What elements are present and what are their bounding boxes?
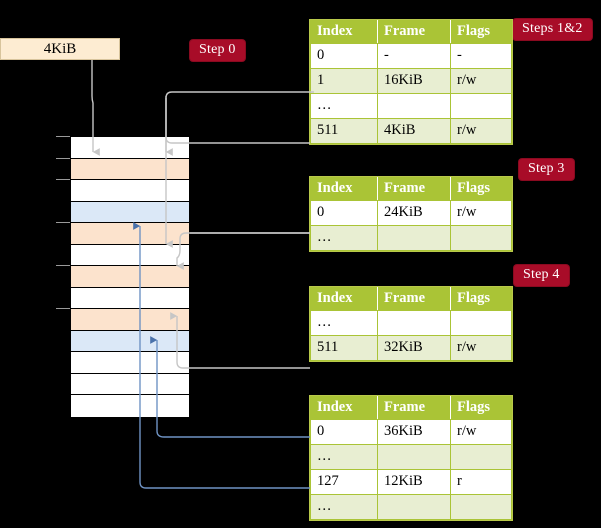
memory-frame-row	[71, 266, 189, 288]
memory-tick	[56, 308, 70, 310]
memory-tick	[56, 222, 70, 224]
table-cell-index: 511	[310, 118, 378, 144]
table-cell-flags: r/w	[450, 335, 512, 361]
wire-final-12kib	[133, 222, 310, 489]
table-cell-frame: 24KiB	[377, 200, 451, 226]
table-cell-frame: 12KiB	[377, 469, 451, 495]
memory-tick	[56, 157, 70, 159]
table-row: …	[310, 93, 512, 119]
column-header-frame: Frame	[377, 177, 451, 201]
column-header-frame: Frame	[377, 396, 451, 420]
table-cell-frame	[377, 225, 451, 251]
memory-frame-row	[71, 158, 189, 181]
badge-step-4: Step 4	[514, 265, 569, 286]
table-cell-frame: 32KiB	[377, 335, 451, 361]
table-cell-flags: -	[450, 43, 512, 69]
table-cell-flags	[450, 93, 512, 119]
table-row: …	[310, 225, 512, 251]
virtual-page-box: 4KiB	[0, 38, 120, 60]
table-cell-flags	[450, 494, 512, 520]
table-cell-index: …	[310, 444, 378, 470]
table-cell-flags: r	[450, 469, 512, 495]
table-cell-index: 127	[310, 469, 378, 495]
memory-frame-row	[71, 201, 189, 224]
column-header-frame: Frame	[377, 20, 451, 44]
column-header-index: Index	[310, 396, 378, 420]
table-cell-index: 511	[310, 335, 378, 361]
table-cell-index: 0	[310, 43, 378, 69]
table-row: …	[310, 310, 512, 336]
memory-tick	[56, 136, 70, 137]
virtual-page-label: 4KiB	[43, 40, 77, 57]
memory-frame-row	[71, 373, 189, 396]
table-cell-flags: r/w	[450, 200, 512, 226]
table-row: …	[310, 494, 512, 520]
wire-step4	[170, 312, 310, 369]
memory-frame-row	[71, 330, 189, 353]
memory-frame-row	[71, 352, 189, 374]
table-cell-frame	[377, 494, 451, 520]
memory-frame-row	[71, 395, 189, 417]
wire-final-36kib	[150, 336, 310, 438]
column-header-flags: Flags	[450, 20, 512, 44]
column-header-flags: Flags	[450, 287, 512, 311]
column-header-flags: Flags	[450, 177, 512, 201]
memory-frame-row	[71, 309, 189, 331]
column-header-index: Index	[310, 20, 378, 44]
badge-steps-1-2: Steps 1&2	[513, 19, 592, 40]
table-cell-frame	[377, 310, 451, 336]
memory-tick	[56, 179, 70, 181]
table-cell-frame: 36KiB	[377, 419, 451, 445]
wire-step0	[91, 60, 100, 156]
badge-step-0: Step 0	[190, 40, 245, 61]
memory-tick	[56, 265, 70, 267]
wire-steps12-top	[165, 91, 314, 144]
memory-frame-row	[71, 287, 189, 310]
column-header-flags: Flags	[450, 396, 512, 420]
table-cell-flags	[450, 225, 512, 251]
physical-memory-column	[70, 136, 190, 417]
memory-frame-row	[71, 137, 189, 159]
memory-frame-row	[71, 180, 189, 202]
table-cell-flags: r/w	[450, 118, 512, 144]
memory-frame-row	[71, 244, 189, 267]
table-cell-index: …	[310, 225, 378, 251]
table-cell-index: …	[310, 93, 378, 119]
table-cell-index: …	[310, 494, 378, 520]
table-cell-frame: 16KiB	[377, 68, 451, 94]
table-cell-flags	[450, 310, 512, 336]
badge-step-3: Step 3	[519, 159, 574, 180]
table-cell-frame	[377, 93, 451, 119]
table-cell-flags: r/w	[450, 419, 512, 445]
wire-step3-hidden	[166, 152, 190, 233]
table-cell-frame: 4KiB	[377, 118, 451, 144]
column-header-frame: Frame	[377, 287, 451, 311]
table-cell-index: 0	[310, 419, 378, 445]
column-header-index: Index	[310, 177, 378, 201]
memory-frame-row	[71, 223, 189, 245]
wire-step3-branch	[176, 232, 310, 270]
